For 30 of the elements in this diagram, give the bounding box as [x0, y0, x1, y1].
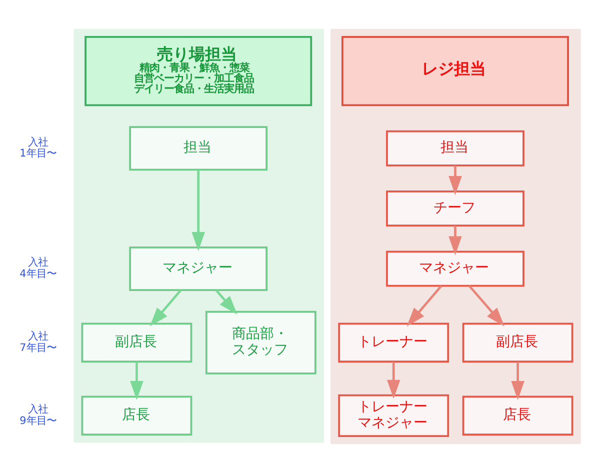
label: 入社9年目〜 [20, 403, 56, 426]
node-box: 担当 [386, 130, 524, 166]
node-box: 店長 [462, 395, 574, 436]
node-box: 副店長 [462, 322, 574, 362]
node-box: チーフ [386, 190, 524, 226]
node-box: トレーナー [338, 322, 450, 362]
node-box: 副店長 [81, 322, 192, 362]
node-box: 担当 [129, 126, 268, 170]
arrow [468, 284, 504, 326]
node-box: マネジャー [129, 246, 268, 290]
arrow [386, 361, 400, 398]
node-box: トレーナーマネジャー [338, 394, 450, 436]
arrow [130, 361, 144, 400]
arrow [150, 288, 182, 326]
arrow [448, 165, 462, 195]
arrow [511, 361, 524, 400]
arrow [215, 288, 238, 314]
arrow [448, 225, 462, 255]
node-box: 店長 [81, 395, 192, 436]
arrow [192, 169, 205, 250]
label: 入社1年目〜 [20, 136, 56, 160]
cluster [74, 28, 324, 442]
node-box: 商品部・スタッフ [205, 310, 316, 374]
node-box: マネジャー [386, 250, 524, 286]
node-box: レジ担当 [341, 36, 569, 106]
arrow [406, 284, 442, 326]
label: 入社4年目〜 [20, 256, 56, 280]
node-box: 売り場担当 精肉・青果・鮮魚・惣菜自営ベーカリー・加工食品デイリー食品・生活実用品 [84, 36, 312, 106]
label: 入社7年目〜 [20, 330, 56, 354]
cluster [330, 28, 581, 444]
